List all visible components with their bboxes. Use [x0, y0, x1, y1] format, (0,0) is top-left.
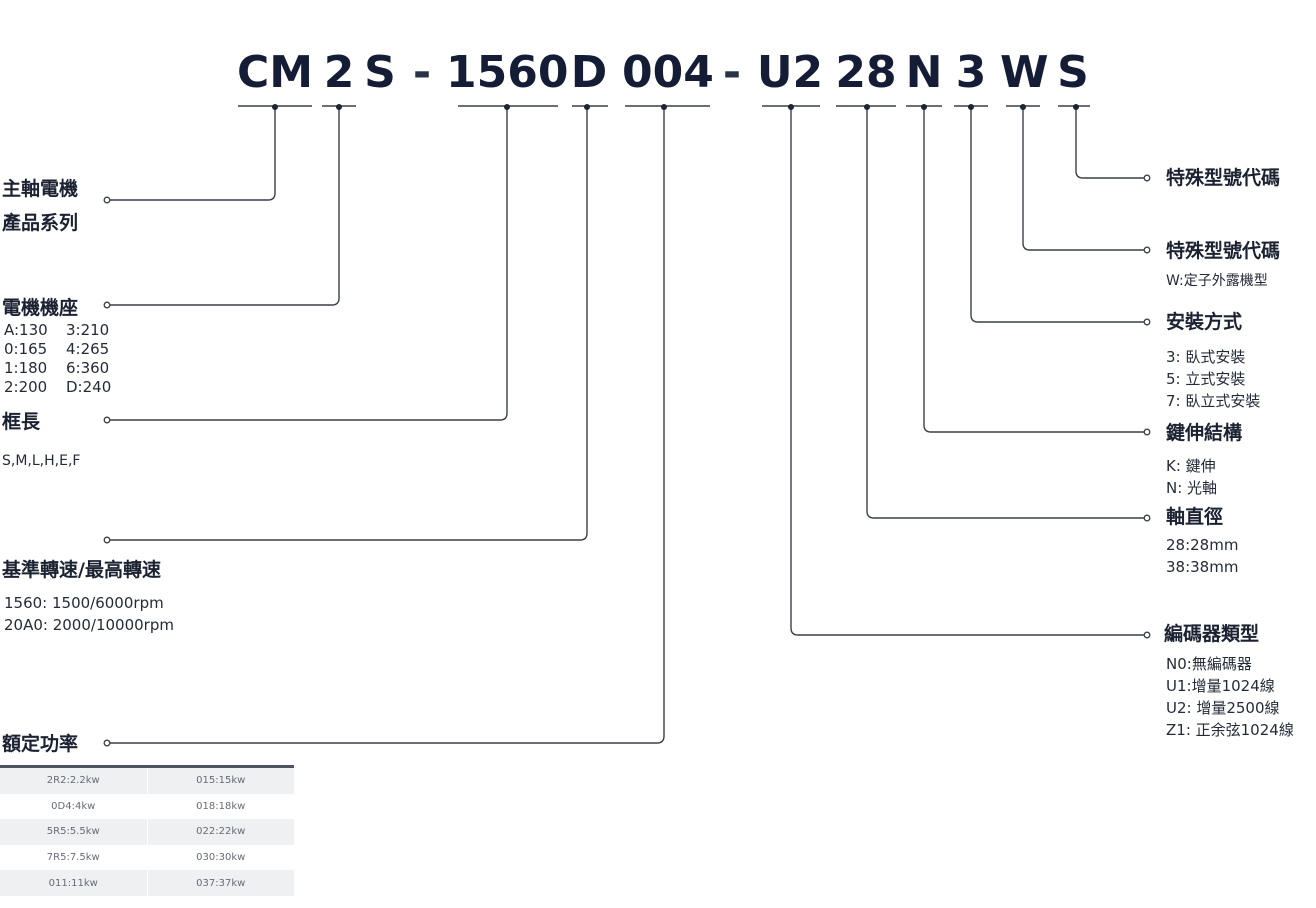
- code-mount: 3: [955, 47, 987, 98]
- mount-label: 安裝方式: [1166, 311, 1243, 333]
- code-length-speed: 1560: [446, 47, 569, 98]
- code-w: W: [1000, 47, 1049, 98]
- connector-shaft: [866, 107, 1144, 519]
- series-label: 主軸電機 產品系列: [2, 178, 79, 234]
- key-label: 鍵伸結構: [1166, 422, 1243, 444]
- speed-options: 1560: 1500/6000rpm 20A0: 2000/10000rpm: [4, 594, 174, 634]
- connector-series: [110, 107, 276, 201]
- code-encoder: U2: [756, 47, 824, 98]
- encoder-label: 編碼器類型: [1164, 623, 1260, 645]
- power-label: 額定功率: [2, 733, 79, 755]
- code-s: S: [364, 47, 396, 98]
- special-w-label: 特殊型號代碼: [1166, 240, 1281, 262]
- code-frame: 2: [323, 47, 355, 98]
- mount-options: 3: 臥式安裝 5: 立式安裝 7: 臥立式安裝: [1166, 348, 1261, 410]
- connector-encoder: [790, 107, 1144, 636]
- connector-speed: [110, 107, 588, 541]
- special-w-desc: W:定子外露機型: [1166, 273, 1268, 289]
- special-s-label: 特殊型號代碼: [1166, 167, 1281, 189]
- connector-special-w: [1022, 107, 1144, 251]
- length-options: S,M,L,H,E,F: [2, 453, 81, 469]
- code-dash-2: -: [722, 47, 742, 98]
- code-special: S: [1057, 47, 1089, 98]
- connector-mount: [970, 107, 1144, 323]
- key-options: K: 鍵伸 N: 光軸: [1166, 457, 1218, 497]
- code-power: 004: [622, 47, 714, 98]
- frame-label: 電機機座: [2, 297, 79, 319]
- code-key: N: [905, 47, 943, 98]
- length-label: 框長: [2, 411, 41, 433]
- code-shaft: 28: [835, 47, 897, 98]
- code-cm: CM: [236, 47, 314, 98]
- connector-power: [110, 107, 665, 744]
- connector-key: [923, 107, 1144, 433]
- connector-special-s: [1075, 107, 1144, 179]
- shaft-label: 軸直徑: [1166, 506, 1224, 528]
- code-dash-1: -: [412, 47, 432, 98]
- code-d: D: [570, 47, 608, 98]
- shaft-options: 28:28mm 38:38mm: [1166, 536, 1239, 576]
- encoder-options: N0:無編碼器 U1:增量1024線 U2: 增量2500線 Z1: 正余弦10…: [1166, 655, 1294, 739]
- connector-length: [110, 107, 508, 421]
- speed-label: 基準轉速/最高轉速: [2, 559, 161, 581]
- connector-frame: [110, 107, 340, 306]
